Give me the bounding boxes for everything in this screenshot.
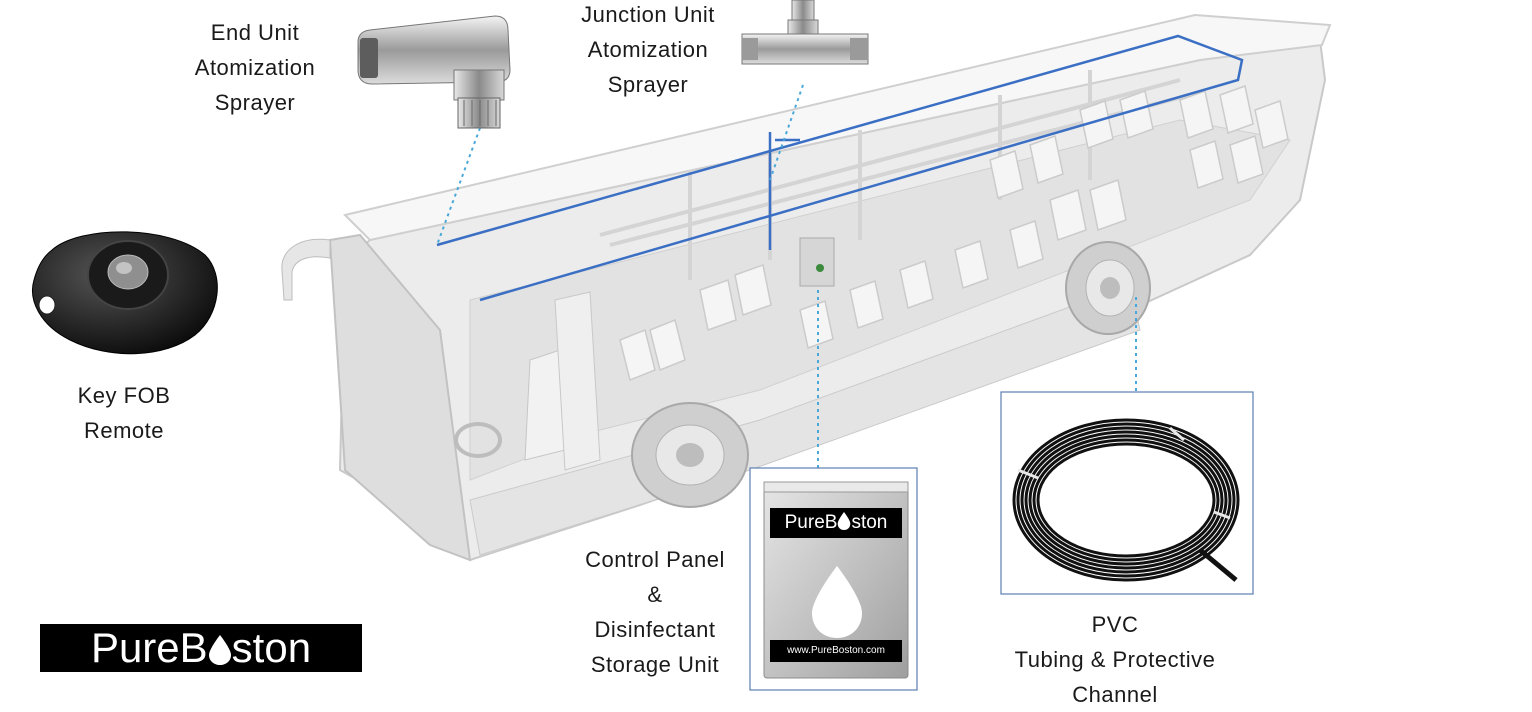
box-brand-suffix: ston <box>851 512 888 533</box>
end-unit-label-line1: End Unit <box>210 20 300 45</box>
box-url-label: www.PureBoston.com <box>770 640 902 662</box>
junction-unit-label-line1: Junction Unit <box>581 2 715 27</box>
disinfectant-pipe <box>436 34 1244 302</box>
logo-suffix: ston <box>231 624 312 671</box>
onboard-control-panel <box>799 237 835 287</box>
logo-drop-icon <box>208 635 231 665</box>
leader-lines <box>436 84 1137 468</box>
junction-unit-label-line3: Sprayer <box>607 72 689 97</box>
pvc-label-line1: PVC <box>1091 612 1139 637</box>
control-panel-label-line4: Storage Unit <box>590 652 720 677</box>
steering-wheel <box>454 422 502 458</box>
water-drop-logo-icon <box>812 566 862 638</box>
key-fob-label: Key FOB Remote <box>54 378 194 448</box>
control-panel-label-line3: Disinfectant <box>594 617 716 642</box>
key-fob-photo <box>32 231 218 355</box>
junction-unit-label: Junction Unit Atomization Sprayer <box>548 0 748 102</box>
end-unit-label-line3: Sprayer <box>214 90 296 115</box>
logo-prefix: PureB <box>90 624 208 671</box>
key-fob-label-line1: Key FOB <box>77 383 171 408</box>
bus-body <box>281 13 1332 562</box>
control-panel-label-line1: Control Panel <box>585 547 725 572</box>
end-unit-label: End Unit Atomization Sprayer <box>170 15 340 120</box>
pureboston-logo: PureB ston <box>40 624 362 672</box>
seats <box>619 85 1289 382</box>
key-fob-label-line2: Remote <box>83 418 165 443</box>
pvc-label-line3: Channel <box>1072 682 1158 707</box>
driver-partition <box>554 291 601 471</box>
rear-wheel <box>1065 241 1151 335</box>
junction-sprayer-photo <box>741 0 869 65</box>
pvc-tubing-coil-photo <box>1000 391 1254 595</box>
front-wheel <box>631 402 749 508</box>
box-brand-prefix: PureB <box>784 512 838 533</box>
box-brand-label: PureB ston <box>770 508 902 538</box>
junction-unit-label-line2: Atomization <box>587 37 709 62</box>
drop-o-icon <box>838 512 851 530</box>
end-unit-label-line2: Atomization <box>194 55 316 80</box>
pvc-label: PVC Tubing & Protective Channel <box>985 607 1245 712</box>
control-panel-label-line2: & <box>647 582 663 607</box>
control-panel-label: Control Panel & Disinfectant Storage Uni… <box>560 542 750 682</box>
pvc-label-line2: Tubing & Protective <box>1014 647 1216 672</box>
end-unit-sprayer-photo <box>357 15 511 129</box>
